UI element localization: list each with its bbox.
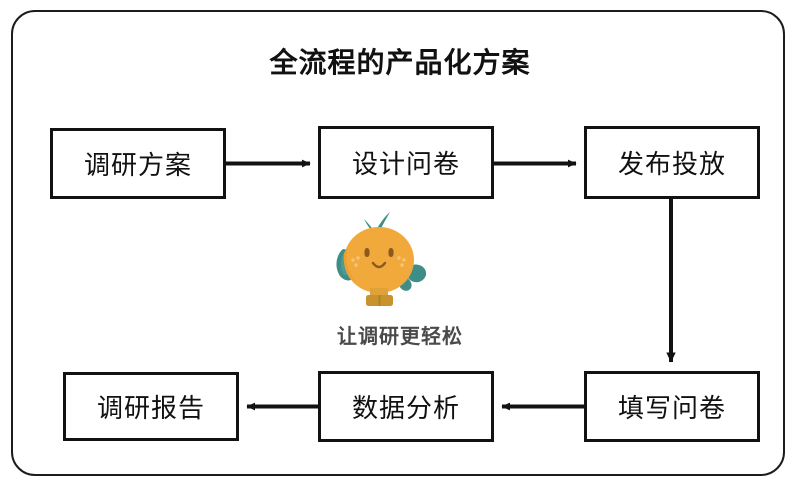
body	[344, 227, 414, 293]
mascot: 让调研更轻松	[300, 205, 500, 355]
right-blush	[397, 256, 406, 267]
node-label: 调研方案	[83, 150, 192, 180]
node-label: 设计问卷	[351, 149, 460, 179]
orange-character-icon	[336, 212, 427, 306]
node-label: 数据分析	[351, 393, 460, 423]
left-eye	[364, 248, 370, 257]
node-research-plan[interactable]: 调研方案	[50, 128, 226, 199]
node-research-report[interactable]: 调研报告	[63, 372, 239, 441]
mouth	[371, 261, 387, 269]
node-label: 发布投放	[617, 149, 726, 179]
diagram-frame	[11, 10, 785, 476]
node-design-survey[interactable]: 设计问卷	[318, 126, 494, 199]
legs	[370, 288, 388, 299]
body-shadow	[343, 243, 356, 282]
left-blush	[351, 256, 360, 267]
page-title: 全流程的产品化方案	[269, 47, 531, 78]
node-label: 调研报告	[96, 393, 205, 423]
node-fill-survey[interactable]: 填写问卷	[584, 371, 760, 442]
node-data-analysis[interactable]: 数据分析	[318, 371, 494, 442]
node-label: 填写问卷	[617, 393, 726, 423]
mascot-tagline: 让调研更轻松	[337, 326, 463, 348]
right-eye	[388, 248, 394, 257]
node-publish-distribute[interactable]: 发布投放	[584, 126, 760, 199]
